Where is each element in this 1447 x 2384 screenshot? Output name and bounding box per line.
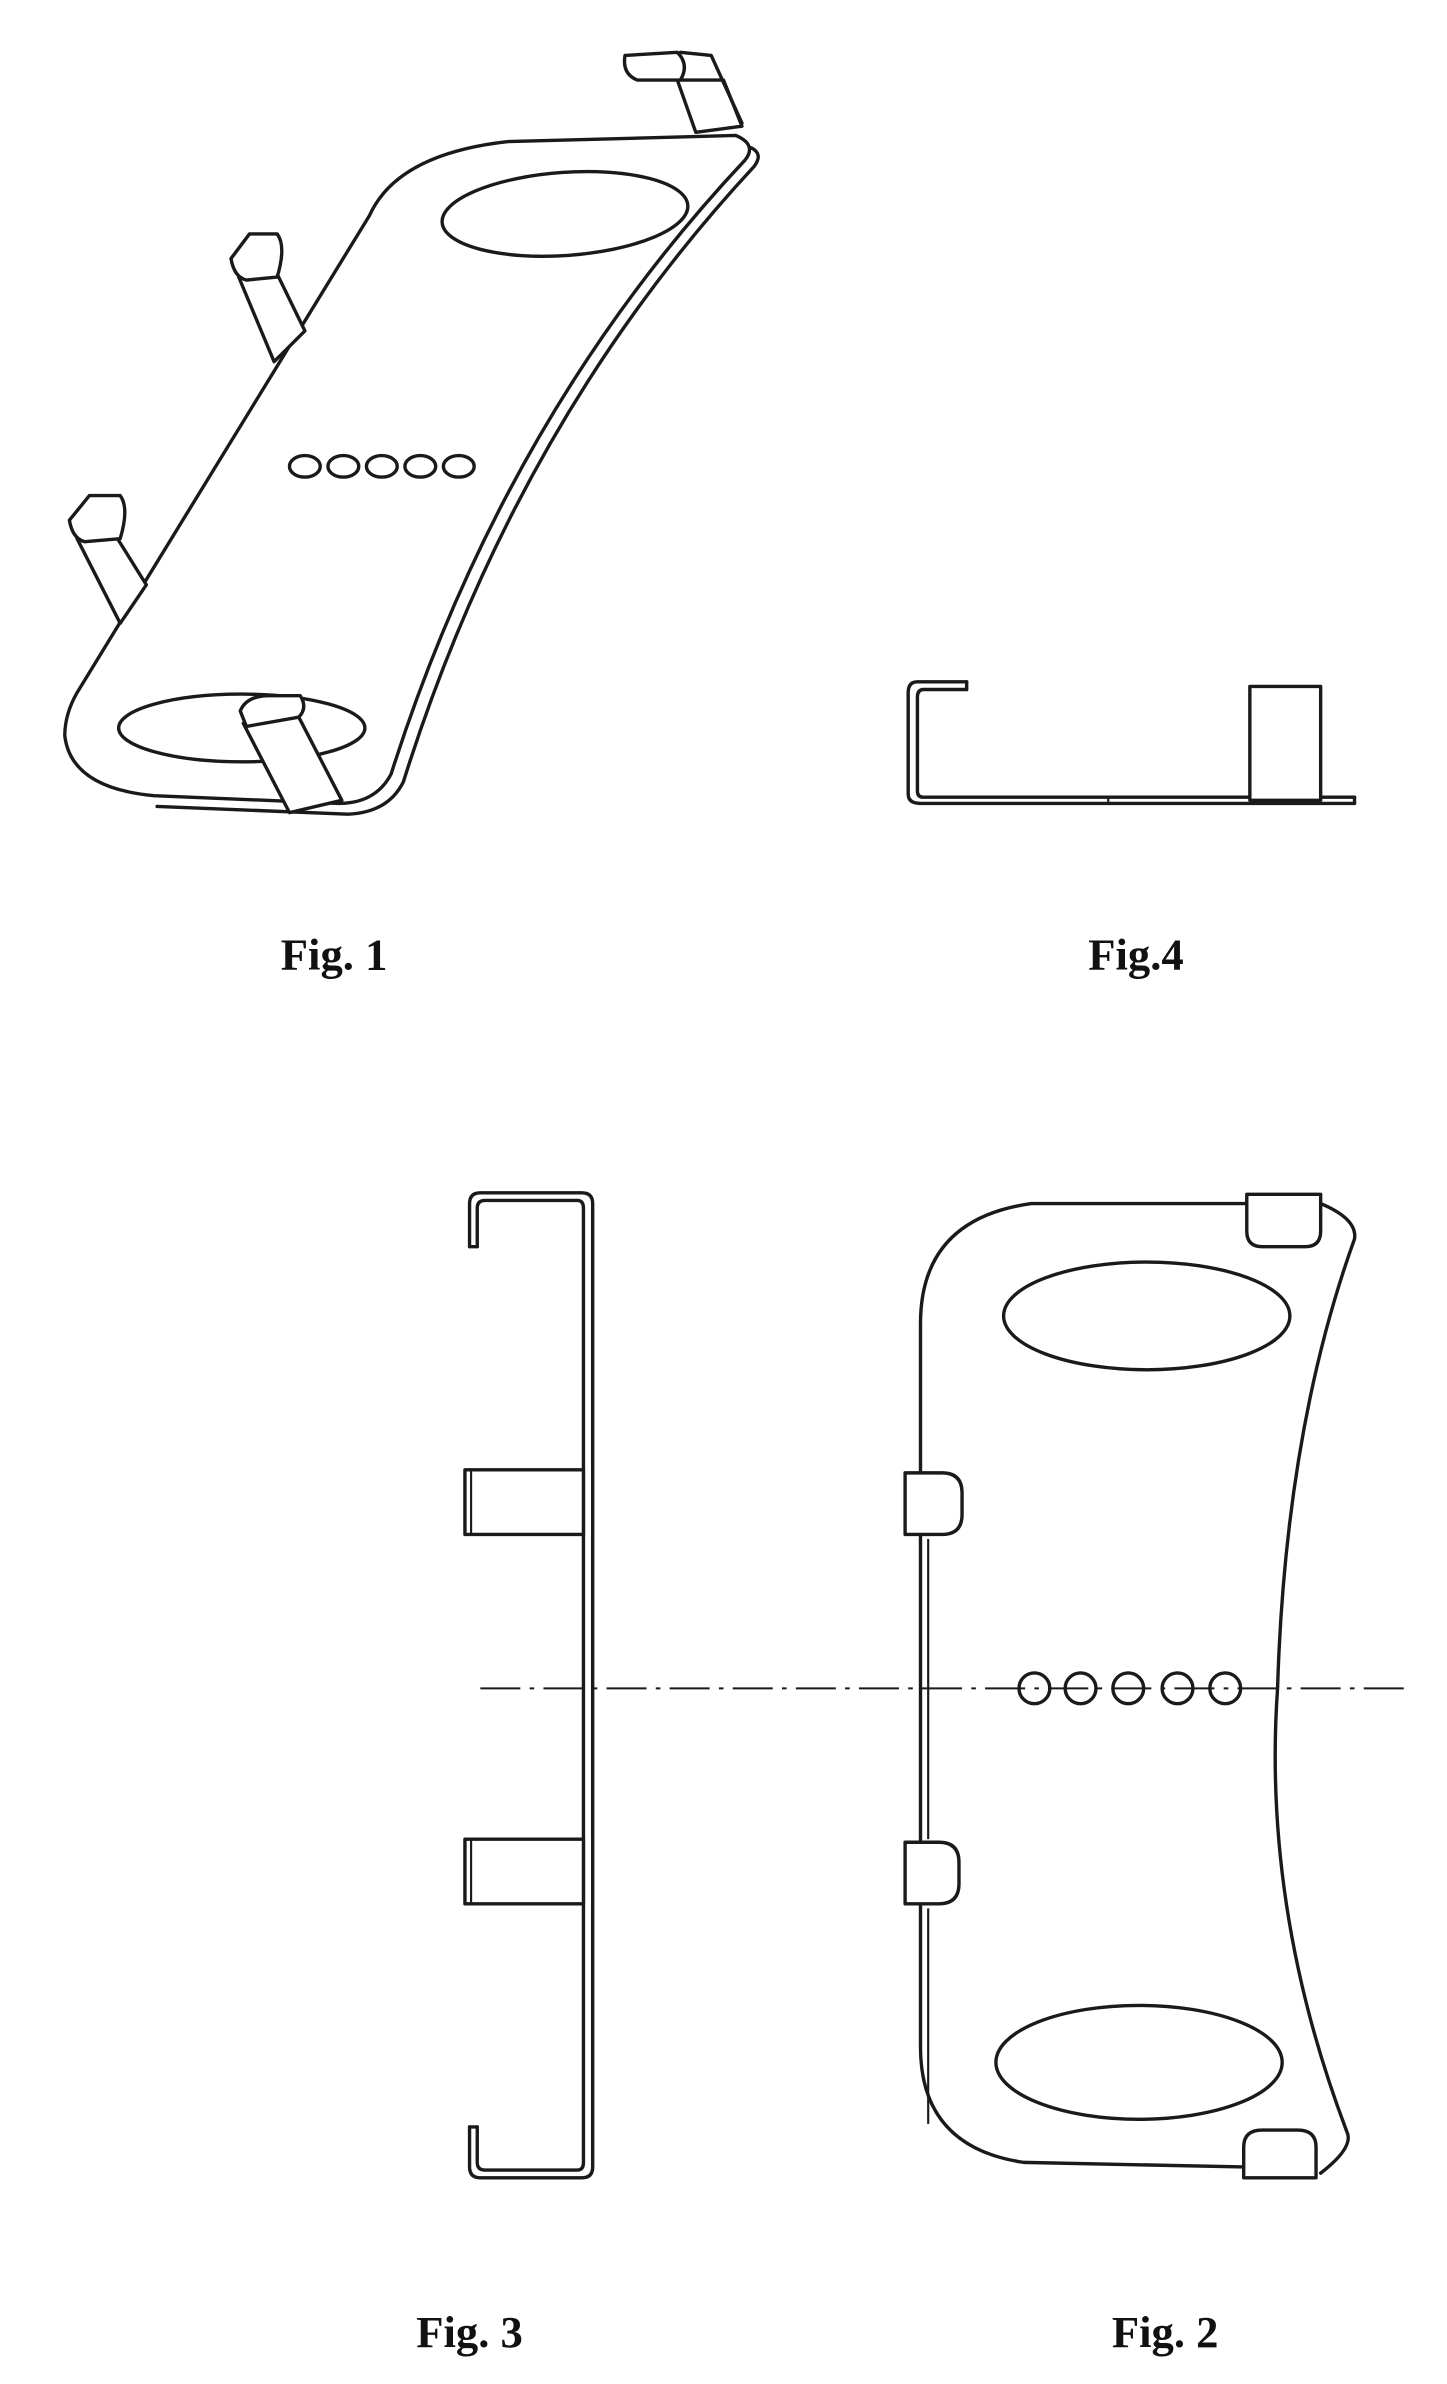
tab-left-lower — [903, 1840, 961, 1906]
hole — [1160, 1671, 1195, 1706]
side-tab — [1248, 684, 1323, 803]
lower-ellipse-opening — [116, 692, 367, 764]
tab-left-upper — [229, 232, 307, 364]
hole — [287, 453, 322, 479]
hole-row — [1017, 1671, 1243, 1706]
lower-ellipse-opening — [994, 2003, 1284, 2121]
figure-3-caption: Fig. 3 — [416, 2307, 523, 2357]
upper-ellipse-opening — [1001, 1260, 1292, 1372]
figure-1-perspective-view: Fig. 1 — [63, 50, 760, 980]
hole — [1017, 1671, 1052, 1706]
hole — [1208, 1671, 1243, 1706]
upper-ellipse-opening — [440, 169, 690, 258]
tab-top-right — [1245, 1192, 1323, 1249]
edge-profile — [467, 1191, 595, 2180]
side-profile — [906, 680, 1357, 806]
tab-top-right — [622, 50, 744, 135]
figure-4-caption: Fig.4 — [1088, 930, 1183, 980]
figure-2-caption: Fig. 2 — [1112, 2307, 1219, 2357]
hole — [364, 453, 399, 479]
figure-1-caption: Fig. 1 — [281, 930, 388, 980]
hole — [1063, 1671, 1098, 1706]
bracket-plate-shadow — [155, 146, 760, 816]
tab-bottom-right — [1242, 2128, 1318, 2180]
tab-left-upper — [903, 1471, 964, 1537]
figure-4-side-view: Fig.4 — [906, 680, 1357, 980]
figure-3-edge-view: Fig. 3 — [416, 1191, 595, 2357]
hole — [326, 453, 361, 479]
edge-tab-lower — [463, 1837, 586, 1906]
plate-outline — [918, 1201, 1357, 2175]
hole — [403, 453, 438, 479]
hole — [1111, 1671, 1146, 1706]
tab-left-lower — [67, 493, 149, 626]
tab-bottom — [238, 693, 344, 815]
edge-tab-upper — [463, 1468, 586, 1537]
figure-2-plan-view: Fig. 2 — [903, 1192, 1357, 2357]
hole — [441, 453, 476, 479]
hole-row — [287, 453, 476, 479]
